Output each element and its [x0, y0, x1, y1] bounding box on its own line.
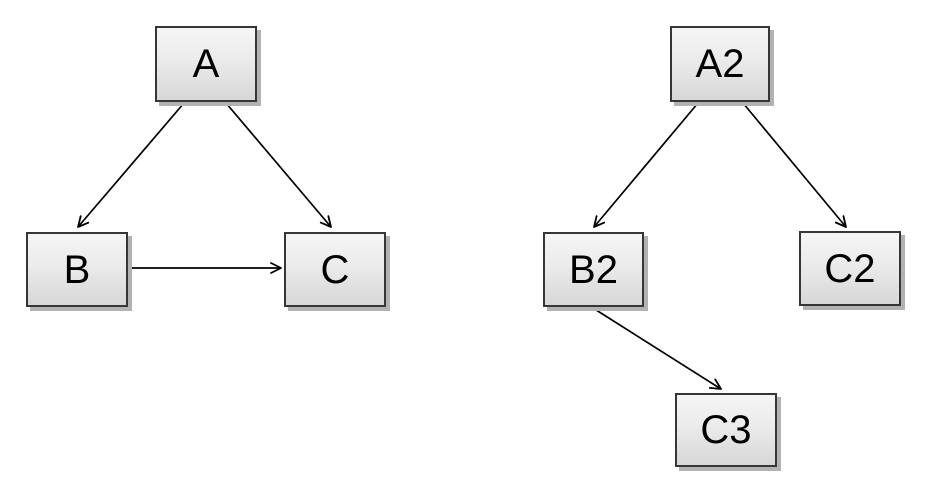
node-C3: C3 — [675, 393, 777, 467]
node-A2: A2 — [670, 26, 770, 102]
node-C3-label: C3 — [700, 408, 752, 452]
edge-A-C — [225, 102, 332, 228]
node-C: C — [284, 232, 386, 307]
node-C2-label: C2 — [824, 246, 876, 291]
node-C-label: C — [320, 247, 350, 292]
node-A: A — [155, 26, 257, 102]
edge-A2-C2 — [742, 102, 847, 228]
edge-A-B — [77, 102, 185, 228]
node-C2: C2 — [799, 231, 901, 306]
edge-B2-C3 — [592, 307, 722, 390]
node-A-label: A — [192, 42, 220, 86]
node-B2: B2 — [543, 232, 644, 307]
node-B-label: B — [63, 247, 91, 292]
node-B: B — [26, 232, 128, 307]
node-B2-label: B2 — [569, 247, 618, 292]
node-A2-label: A2 — [695, 42, 745, 86]
edge-A2-B2 — [593, 102, 699, 228]
